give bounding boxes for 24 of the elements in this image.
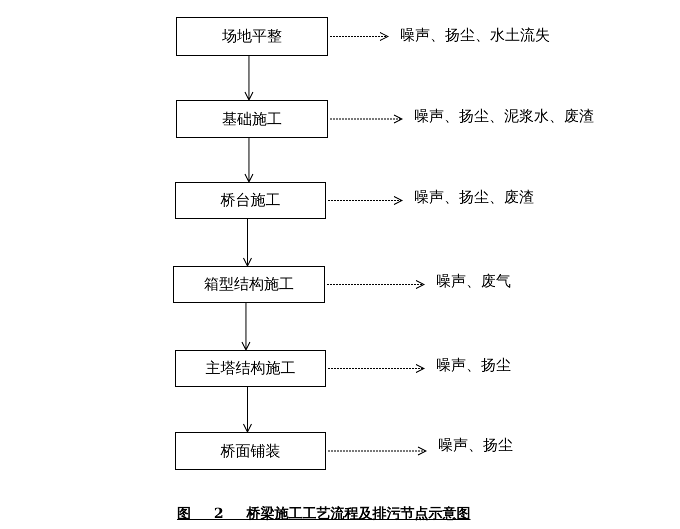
process-box: 桥台施工: [175, 182, 326, 219]
arrow: [330, 32, 388, 41]
emission-text: 噪声、废气: [436, 271, 511, 291]
arrow: [328, 196, 402, 205]
process-box: 箱型结构施工: [173, 266, 325, 303]
arrow: [242, 386, 252, 432]
emission-text: 噪声、扬尘: [436, 355, 511, 375]
arrow: [328, 364, 424, 373]
emission-text: 噪声、扬尘、泥浆水、废渣: [414, 106, 594, 126]
figure-caption: 图 2 桥梁施工工艺流程及排污节点示意图: [177, 505, 470, 523]
arrow: [328, 446, 426, 456]
arrow: [242, 218, 252, 266]
emission-text: 噪声、扬尘、废渣: [414, 187, 534, 207]
arrow: [244, 56, 254, 100]
arrow: [326, 280, 424, 289]
arrow: [330, 114, 402, 124]
arrow: [241, 302, 250, 350]
emission-text: 噪声、扬尘、水土流失: [400, 25, 550, 45]
process-box: 主塔结构施工: [175, 350, 326, 387]
process-box: 基础施工: [176, 100, 328, 138]
process-box: 桥面铺装: [175, 432, 326, 470]
process-box: 场地平整: [176, 17, 328, 56]
arrow: [244, 138, 254, 182]
emission-text: 噪声、扬尘: [438, 435, 513, 455]
